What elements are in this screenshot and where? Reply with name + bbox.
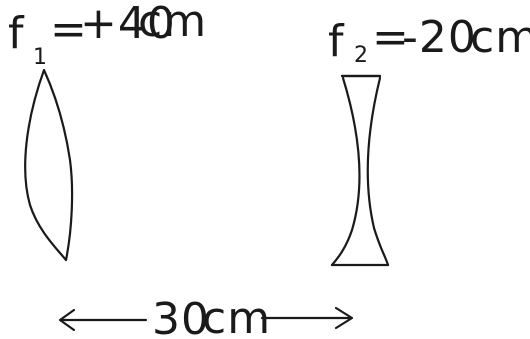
lens1-unit: cm (138, 0, 207, 47)
lens1-equals: = (50, 4, 88, 55)
converging-lens (24, 68, 74, 262)
lens1-subscript: 1 (33, 45, 47, 70)
lens2-value: -20 (402, 12, 477, 63)
lens1-value: +40 (80, 0, 176, 49)
lens2-equals: = (372, 12, 410, 63)
separation-indicator: 30 cm (58, 293, 354, 339)
lens2-label: f 2 = -20 cm (328, 12, 530, 68)
lens1-label: f 1 = +40 cm (8, 0, 207, 70)
separation-unit: cm (202, 293, 271, 339)
diverging-lens (330, 74, 390, 267)
right-arrow (260, 306, 354, 330)
left-arrow (58, 308, 148, 332)
lens1-symbol: f (8, 8, 25, 59)
lens2-subscript: 2 (354, 43, 368, 68)
separation-value: 30 (152, 294, 210, 339)
lens2-symbol: f (328, 16, 345, 67)
lens2-unit: cm (470, 12, 530, 63)
